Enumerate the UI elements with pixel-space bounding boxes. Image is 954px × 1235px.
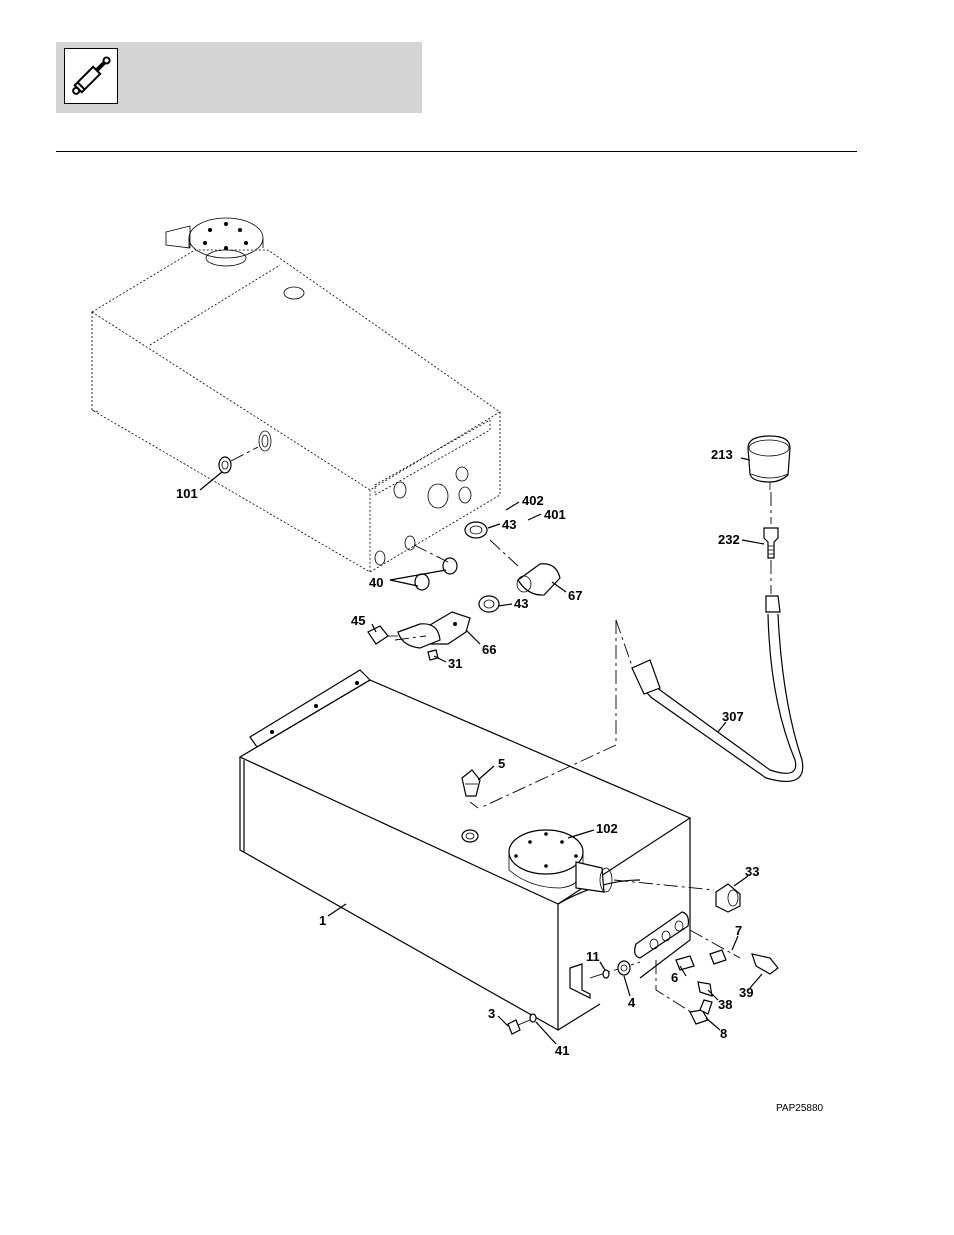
- callout-38: 38: [718, 997, 732, 1012]
- breather-cap-upper: [166, 218, 304, 299]
- sight-gauge-upper: [259, 431, 271, 451]
- callout-6: 6: [671, 970, 678, 985]
- callout-213: 213: [711, 447, 733, 462]
- upper-tank-ports: [375, 467, 471, 565]
- callout-101: 101: [176, 486, 198, 501]
- callout-307: 307: [722, 709, 744, 724]
- callout-8: 8: [720, 1026, 727, 1041]
- callout-5: 5: [498, 756, 505, 771]
- nipple-232: [764, 492, 778, 594]
- callout-102: 102: [596, 821, 618, 836]
- caps-40: [414, 545, 457, 590]
- filler-102: [509, 830, 714, 892]
- fitting-101: [219, 447, 258, 473]
- callout-45: 45: [351, 613, 365, 628]
- callout-66: 66: [482, 642, 496, 657]
- elbow-5: [462, 770, 480, 842]
- callout-31: 31: [448, 656, 462, 671]
- filler-breather-213: [748, 436, 790, 490]
- return-tube-assembly: [368, 522, 560, 660]
- figure-code: PAP25880: [776, 1103, 824, 1114]
- plug-33: [716, 884, 740, 912]
- leader-lines: [200, 458, 764, 1044]
- callout-4: 4: [628, 995, 636, 1010]
- hydraulic-tank-1: [240, 670, 690, 1030]
- callout-402: 402: [522, 493, 544, 508]
- hose-307: [616, 596, 803, 781]
- callout-67: 67: [568, 588, 582, 603]
- callout-33: 33: [745, 864, 759, 879]
- callout-43-lower: 43: [514, 596, 528, 611]
- callout-41: 41: [555, 1043, 569, 1058]
- callout-401: 401: [544, 507, 566, 522]
- port-plate: [635, 912, 689, 958]
- phantom-tank-upper: [92, 250, 500, 572]
- bolt-3-washer-41: [508, 1014, 536, 1034]
- callout-11: 11: [586, 949, 600, 964]
- callout-1: 1: [319, 913, 326, 928]
- callout-3: 3: [488, 1006, 495, 1021]
- callout-43-upper: 43: [502, 517, 516, 532]
- callout-232: 232: [718, 532, 740, 547]
- callout-39: 39: [739, 985, 753, 1000]
- callout-40: 40: [369, 575, 383, 590]
- callout-7: 7: [735, 923, 742, 938]
